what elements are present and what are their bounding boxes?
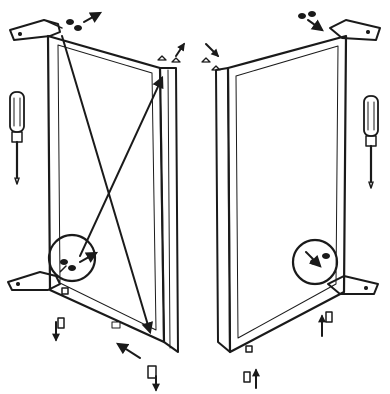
screw-icon-door-corner — [158, 56, 180, 62]
hinge-hole — [18, 32, 22, 36]
right-top-hinge-icon — [330, 20, 380, 40]
arrow-icon-bottom-center — [118, 344, 140, 358]
left-door-edge-line — [168, 70, 170, 348]
screw-icon-top-left — [66, 19, 82, 31]
arrow-icon-top-left — [84, 13, 100, 22]
screw-icon-bottom-right-lower — [244, 370, 256, 388]
arrow-icon-right-corner — [206, 44, 218, 56]
magnifier-callout-icon-left — [49, 235, 96, 281]
right-door-bottom-pin — [246, 346, 252, 352]
right-door-inner-panel — [236, 46, 338, 338]
screw-icon-bottom-right — [322, 312, 332, 336]
magnifier-callout-icon-right — [293, 240, 337, 284]
arrow-icon-door-corner — [176, 44, 184, 56]
left-bottom-hinge-icon — [8, 272, 68, 294]
right-door-panel — [228, 36, 346, 352]
screw-icon-bottom-left — [56, 318, 64, 340]
left-door-bottom-hinge-pin — [112, 322, 120, 328]
screw-icon-right-corner — [202, 58, 220, 70]
arrow-icon-diagonal-down — [62, 36, 150, 332]
screw-icon-top-right — [298, 11, 316, 19]
screwdriver-icon-right — [364, 96, 378, 188]
arrow-icon-diagonal-up — [80, 78, 162, 256]
right-bottom-hinge-icon — [328, 276, 378, 294]
screw-icon-bottom-center — [148, 366, 156, 390]
arrow-icon-top-right — [308, 20, 322, 30]
right-door — [216, 36, 346, 352]
left-door-panel — [48, 36, 164, 342]
screwdriver-icon-left — [10, 92, 24, 184]
